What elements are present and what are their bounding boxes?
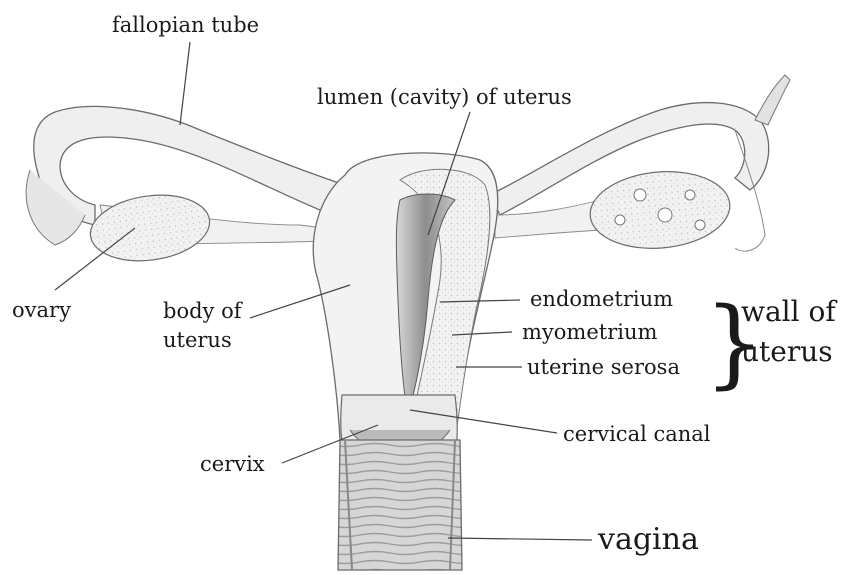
- label-body-uterus: uterus: [163, 328, 232, 352]
- left-ovary: [86, 188, 214, 268]
- vagina-shape: [338, 440, 462, 570]
- label-wall-uterus: uterus: [741, 335, 833, 368]
- label-lumen: lumen (cavity) of uterus: [317, 85, 572, 109]
- label-vagina: vagina: [597, 522, 699, 557]
- label-uterine-serosa: uterine serosa: [527, 355, 680, 379]
- leader-fallopian-tube: [180, 42, 190, 125]
- label-wall-of: wall of: [741, 295, 838, 328]
- label-myometrium: myometrium: [522, 320, 657, 344]
- label-fallopian-tube: fallopian tube: [112, 13, 259, 37]
- label-ovary: ovary: [12, 298, 71, 322]
- leader-vagina: [448, 538, 592, 540]
- label-cervix: cervix: [200, 452, 265, 476]
- label-body-of: body of: [163, 299, 244, 323]
- label-cervical-canal: cervical canal: [563, 422, 711, 446]
- label-endometrium: endometrium: [530, 287, 673, 311]
